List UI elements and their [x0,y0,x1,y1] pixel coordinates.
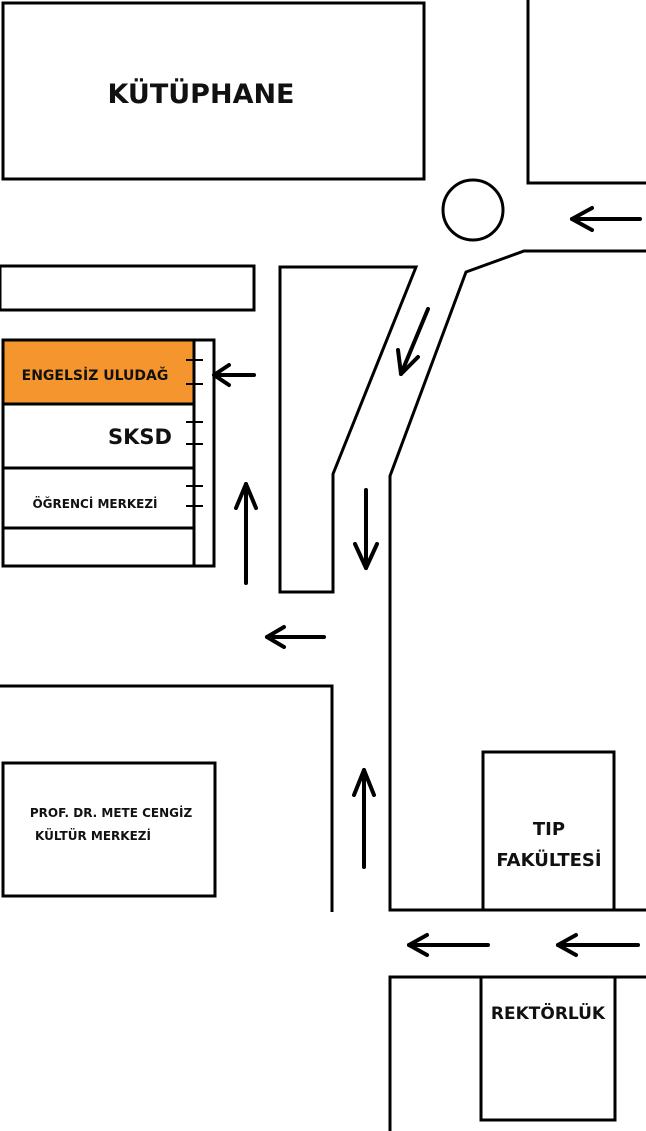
west-strip-building [0,264,256,312]
southwest-block-outline [0,684,334,912]
sksd-label: SKSD [108,425,172,449]
rectorate-building [479,975,617,1122]
culture-center-building [1,761,217,898]
rectorate-label: REKTÖRLÜK [491,1002,606,1024]
arrow-up-icon [234,482,258,585]
engelsiz-uludag-label: ENGELSİZ ULUDAĞ [22,366,169,384]
engelsiz-uludag-highlight [1,338,196,406]
student-center-label: ÖĞRENCİ MERKEZİ [32,496,157,511]
arrow-left-icon [570,206,642,232]
arrow-left-icon [407,933,490,957]
arrow-left-icon [212,363,256,387]
arrow-down-icon [396,307,430,376]
arrow-left-icon [265,625,326,649]
medical-faculty-building [481,750,616,912]
roundabout-icon [441,178,505,242]
library-building [1,1,426,181]
arrow-up-icon [352,768,376,869]
median-block [278,265,419,594]
culture-center-label-line2: KÜLTÜR MERKEZİ [35,828,151,843]
door-markers [186,359,203,507]
medical-faculty-label-line1: TIP [533,819,565,840]
culture-center-label-line1: PROF. DR. METE CENGİZ [30,805,193,820]
medical-faculty-label-line2: FAKÜLTESİ [496,849,601,871]
arrow-left-icon [556,933,640,957]
east-road-outline [388,249,646,912]
library-label: KÜTÜPHANE [107,77,294,110]
northeast-block-outline [526,0,646,185]
arrow-down-icon [353,488,379,570]
